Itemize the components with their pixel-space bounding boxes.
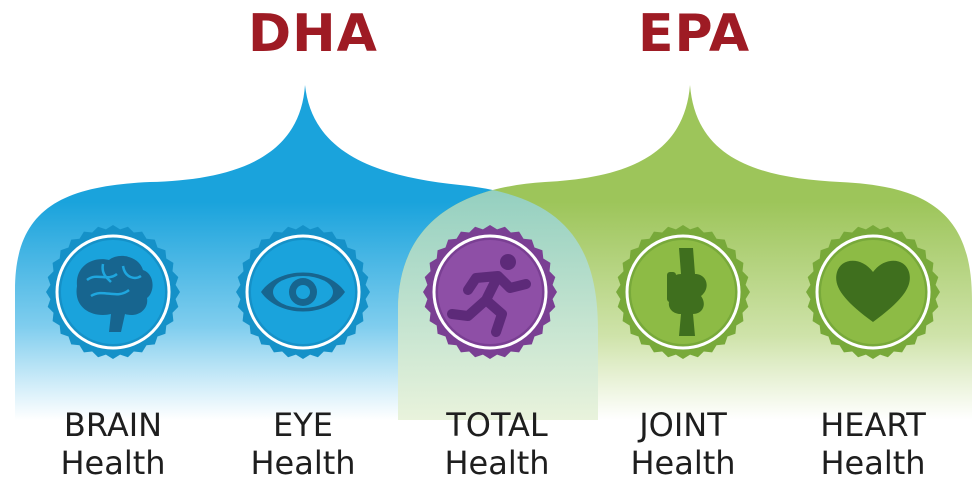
caption-top: JOINT: [639, 406, 727, 444]
overlap-region: [398, 85, 598, 420]
caption-bottom: Health: [630, 444, 736, 482]
badge-ring: [55, 234, 171, 350]
badge-ring: [432, 234, 548, 350]
eye-icon: [261, 272, 345, 312]
caption-bottom: Health: [250, 444, 356, 482]
caption-top: HEART: [820, 406, 926, 444]
caption-bottom: Health: [444, 444, 550, 482]
caption-top: BRAIN: [63, 406, 163, 444]
heart-health-caption: HEART Health: [798, 406, 948, 482]
badge-ring: [625, 234, 741, 350]
dha-heading: DHA: [248, 4, 378, 64]
badge-ring: [815, 234, 931, 350]
caption-bottom: Health: [820, 444, 926, 482]
joint-health-caption: JOINT Health: [608, 406, 758, 482]
total-health-caption: TOTAL Health: [422, 406, 572, 482]
heart-icon: [836, 260, 910, 322]
running-person-icon: [447, 254, 531, 337]
caption-top: TOTAL: [446, 406, 548, 444]
brain-icon: [76, 255, 153, 332]
eye-health-caption: EYE Health: [228, 406, 378, 482]
badge-ring: [245, 234, 361, 350]
knee-joint-icon: [667, 248, 707, 336]
caption-top: EYE: [273, 406, 333, 444]
caption-bottom: Health: [60, 444, 166, 482]
brain-health-caption: BRAIN Health: [38, 406, 188, 482]
epa-heading: EPA: [638, 4, 751, 64]
